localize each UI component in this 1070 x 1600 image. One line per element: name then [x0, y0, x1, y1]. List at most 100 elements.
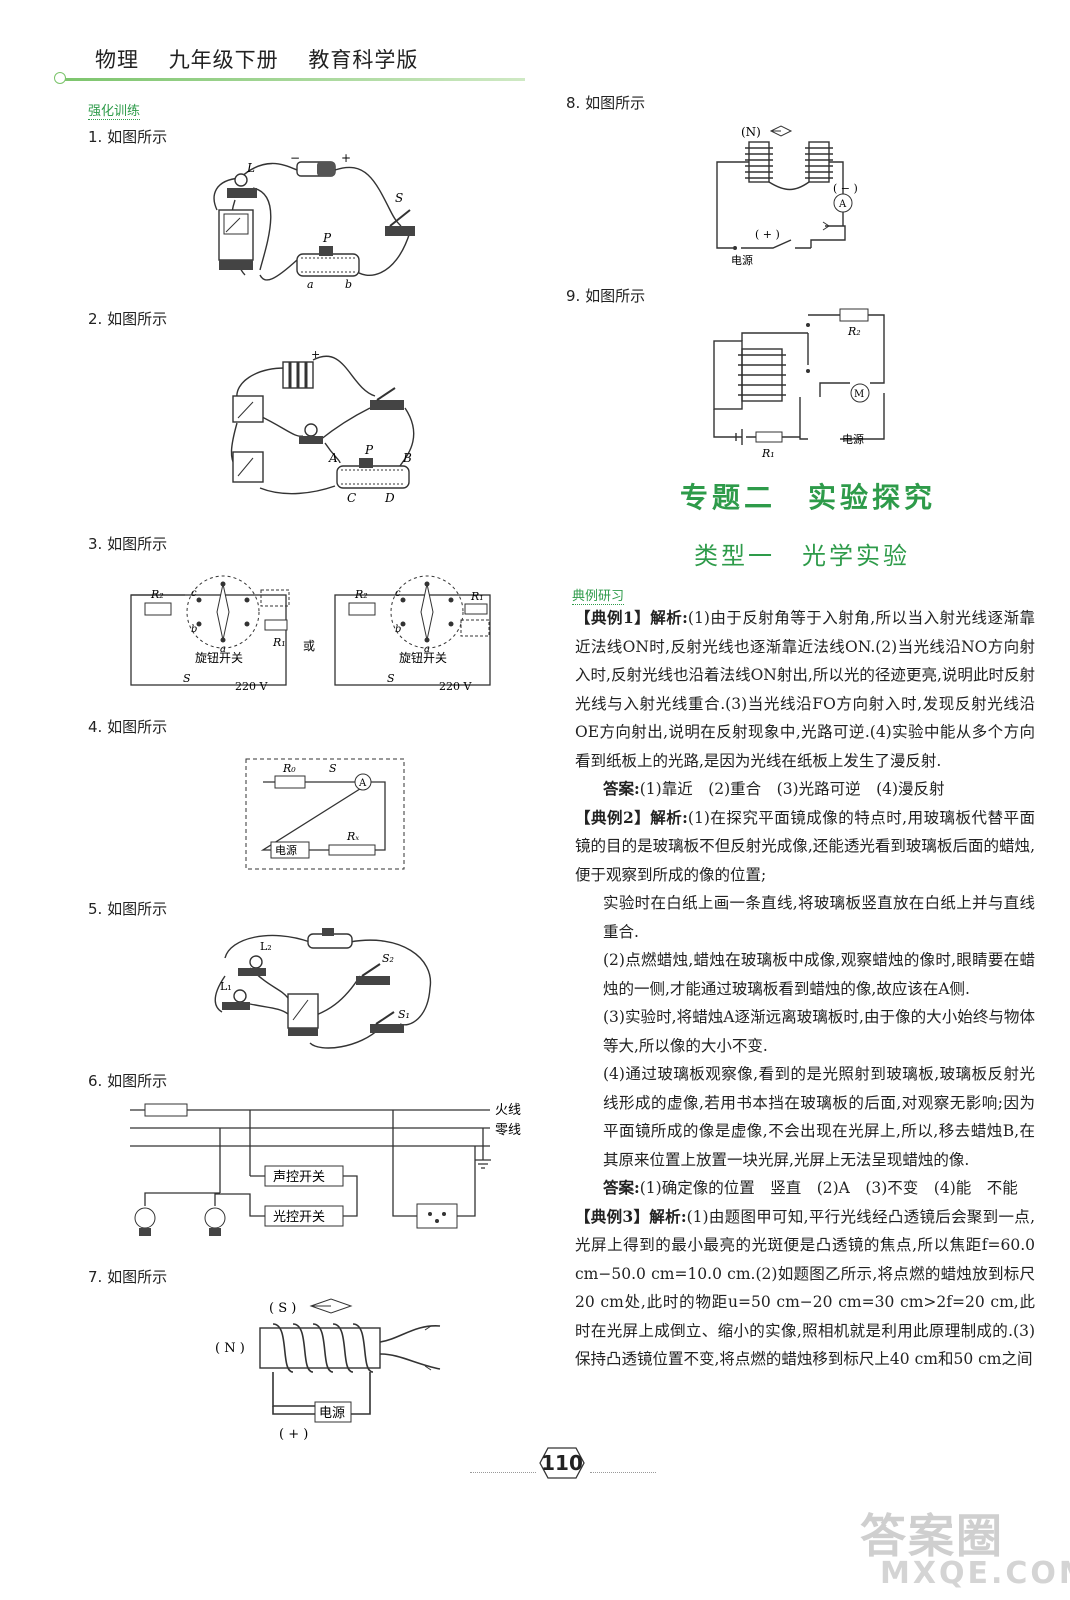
- ex2-answer-label: 答案:: [603, 1178, 640, 1197]
- d3-c-left: c: [191, 588, 197, 599]
- d6-light-switch: 光控开关: [273, 1210, 325, 1225]
- section-tag-examples: 典例研习: [572, 585, 625, 605]
- d3-a-right: a: [424, 644, 430, 655]
- d1-b: b: [345, 278, 352, 291]
- ex2-para-1: 实验时在白纸上画一条直线,将玻璃板竖直放在白纸上并与直线重合.: [603, 894, 1035, 941]
- d8-plus: ( + ): [755, 228, 780, 241]
- d2-plus: +: [311, 348, 320, 361]
- d7-N: ( N ): [215, 1341, 245, 1356]
- d3-S-right: S: [387, 672, 395, 685]
- item-2-label: 2. 如图所示: [88, 310, 168, 328]
- ex2-body: (1)在探究平面镜成像的特点时,用玻璃板代替平面镜的目的是玻璃板不但反射光成像,…: [575, 808, 1035, 884]
- item-7-label: 7. 如图所示: [88, 1268, 168, 1286]
- d3-c-right: c: [395, 588, 401, 599]
- d8-N: (N): [741, 125, 761, 139]
- d4-power: 电源: [275, 843, 297, 857]
- page-number-badge: [539, 1447, 585, 1479]
- d4-Rx: Rₓ: [346, 830, 359, 843]
- d9-M: M: [854, 389, 864, 400]
- d5-S1: S₁: [398, 1008, 410, 1021]
- d2-D: D: [384, 491, 395, 505]
- watermark-bottom: MXQE.COM: [880, 1556, 1070, 1591]
- page-number: 110: [541, 1451, 583, 1475]
- d3-S-left: S: [183, 672, 191, 685]
- ex1-label: 【典例1】解析:: [575, 608, 688, 627]
- ex2-para-4: (4)通过玻璃板观察像,看到的是光照射到玻璃板,玻璃板反射光线形成的虚像,若用书…: [603, 1065, 1035, 1169]
- diagram-5-circuit: L₂ L₁ S₂ S₁: [214, 928, 432, 1049]
- d5-L1: L₁: [220, 980, 232, 993]
- ex3-body: (1)由题图甲可知,平行光线经凸透镜后会聚到一点,光屏上得到的最小最亮的光斑便是…: [575, 1207, 1035, 1369]
- d4-R0: R₀: [282, 762, 296, 775]
- header-rule: [55, 78, 525, 81]
- d3-knob-left: 旋钮开关: [195, 650, 243, 665]
- diagram-8-electromagnet: (N) A ( − ) ( + ) 电源: [716, 125, 858, 267]
- ex2-label: 【典例2】解析:: [575, 807, 688, 827]
- d2-C: C: [347, 491, 356, 505]
- section-tag-training: 强化训练: [88, 100, 141, 120]
- d3-volt-right: 220 V: [439, 680, 472, 693]
- d7-S: ( S ): [269, 1301, 296, 1316]
- diagram-1-circuit: − + L S P a b: [213, 151, 415, 291]
- d3-a-left: a: [220, 644, 226, 655]
- d9-R2: R₂: [847, 325, 861, 338]
- d1-L: L: [246, 161, 255, 175]
- header-grade: 九年级下册: [168, 48, 279, 72]
- ex1-answer-label: 答案:: [603, 779, 640, 798]
- footer-dots-right: [590, 1472, 656, 1473]
- d5-S2: S₂: [382, 952, 394, 965]
- item-3-label: 3. 如图所示: [88, 535, 168, 553]
- item-6-label: 6. 如图所示: [88, 1072, 168, 1090]
- d7-power: 电源: [319, 1406, 345, 1421]
- d4-A: A: [358, 778, 367, 789]
- d1-S: S: [395, 191, 403, 205]
- d6-zero-wire: 零线: [495, 1123, 521, 1138]
- example-text-column: 【典例1】解析:(1)由于反射角等于入射角,所以当入射光线逐渐靠近法线ON时,反…: [575, 604, 1035, 1374]
- d3-b-left: b: [191, 624, 197, 635]
- type-title: 类型一 光学实验: [694, 542, 910, 570]
- d9-R1: R₁: [761, 447, 775, 460]
- diagram-7-solenoid: ( S ) ( N ) 电源 ( + ): [215, 1298, 441, 1442]
- d3-knob-right: 旋钮开关: [399, 650, 447, 665]
- ex2-para-3: (3)实验时,将蜡烛A逐渐远离玻璃板时,由于像的大小始终与物体等大,所以像的大小…: [603, 1008, 1035, 1055]
- d8-power: 电源: [731, 253, 753, 267]
- d8-minus: ( − ): [833, 182, 858, 195]
- diagram-9-relay: R₂ M R₁ 电源: [713, 308, 885, 460]
- d6-sound-switch: 声控开关: [273, 1170, 325, 1185]
- d8-A: A: [838, 199, 847, 210]
- diagram-4-circuit: R₀ S A 电源 Rₓ: [245, 758, 405, 870]
- d3-R2-right: R₂: [354, 588, 368, 601]
- d1-plus: +: [341, 151, 351, 165]
- ex2-para-2: (2)点燃蜡烛,蜡烛在玻璃板中成像,观察蜡烛的像时,眼睛要在蜡烛的一侧,才能通过…: [603, 951, 1035, 998]
- footer-dots-left: [470, 1472, 536, 1473]
- d5-L2: L₂: [260, 940, 272, 953]
- item-5-label: 5. 如图所示: [88, 900, 168, 918]
- item-8-label: 8. 如图所示: [566, 94, 646, 112]
- d4-S: S: [329, 762, 337, 775]
- d3-volt-left: 220 V: [235, 680, 268, 693]
- d3-R1-left: R₁: [272, 636, 286, 649]
- item-1-label: 1. 如图所示: [88, 128, 168, 146]
- item-4-label: 4. 如图所示: [88, 718, 168, 736]
- page-header: 物理 九年级下册 教育科学版: [95, 44, 440, 74]
- diagram-2-circuit: + P A B C D: [230, 348, 415, 505]
- d2-B: B: [402, 451, 412, 465]
- d1-minus: −: [290, 151, 300, 165]
- header-edition: 教育科学版: [308, 48, 419, 72]
- d9-power: 电源: [842, 432, 864, 446]
- d1-P: P: [322, 231, 332, 245]
- ex1-body: (1)由于反射角等于入射角,所以当入射光线逐渐靠近法线ON时,反射光线也逐渐靠近…: [575, 609, 1035, 770]
- item-9-label: 9. 如图所示: [566, 287, 646, 305]
- ex1-answer: (1)靠近 (2)重合 (3)光路可逆 (4)漫反射: [639, 780, 945, 798]
- header-subject: 物理: [95, 48, 139, 72]
- d6-fire-wire: 火线: [495, 1103, 521, 1118]
- topic-title: 专题二 实验探究: [680, 481, 937, 514]
- header-rule-dot: [54, 72, 66, 84]
- d1-a: a: [307, 278, 314, 291]
- d3-R2-left: R₂: [150, 588, 164, 601]
- d3-b-right: b: [395, 624, 401, 635]
- watermark-top: 答案圈: [860, 1509, 1004, 1563]
- d2-A: A: [328, 451, 338, 465]
- diagram-3-knob-circuits: R₂ c b a R₁ 旋钮开关 S 220 V 或 R₂ c b a R₁ 旋…: [130, 575, 491, 693]
- d3-or: 或: [303, 639, 315, 653]
- d3-R1-right: R₁: [470, 590, 484, 603]
